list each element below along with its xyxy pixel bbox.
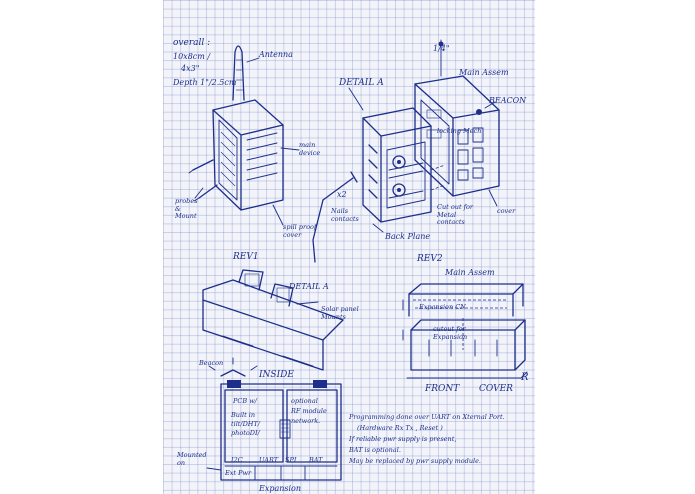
label-main-device: main device: [299, 141, 321, 157]
label-nails-contacts: Nails contacts: [331, 207, 359, 223]
label-r-mark: R: [521, 372, 529, 383]
label-inside: INSIDE: [259, 370, 294, 380]
label-photo-di: photoDI/: [231, 429, 260, 437]
label-tilt-dht: tilt/DHT/: [231, 420, 260, 428]
rev2-drawing: [402, 283, 528, 379]
note-overall-inches: 4x3": [181, 64, 200, 73]
main-device-drawing: [188, 45, 300, 226]
main-assembly-drawing: [414, 39, 500, 207]
label-expansion: Expansion: [259, 484, 302, 493]
label-spill-proof-cover: spill proof cover: [283, 223, 317, 239]
label-expansion-cn: Expansion CN: [419, 303, 466, 311]
label-uart: UART: [259, 456, 279, 464]
label-cover-top: cover: [497, 207, 516, 215]
note-prog-line1: Programming done over UART on Xternal Po…: [349, 413, 505, 421]
label-beacon-top: BEACON: [489, 96, 527, 105]
note-prog-line2: (Hardware Rx Tx , Reset ): [357, 424, 443, 432]
note-depth: Depth 1"/2.5cm: [173, 78, 237, 87]
rev1-drawing: [202, 269, 344, 371]
label-main-assem-rev2: Main Assem: [445, 268, 495, 277]
label-spi: SPI: [285, 456, 297, 464]
label-x2: x2: [337, 190, 347, 199]
label-cutout-expansion: cutout for Expansion: [433, 325, 468, 341]
note-overall: overall :: [173, 38, 211, 48]
detail-a-drawing: [312, 87, 446, 263]
label-beacon-inside: Beacon: [199, 359, 224, 367]
label-solar-panel: Solar panel Mounts: [321, 305, 359, 321]
label-rf-module: RF module: [291, 407, 327, 415]
label-quarter-inch: 1/4": [433, 44, 450, 53]
label-rev1: REV1: [233, 252, 259, 262]
label-cutout-metal-contacts: Cut out for Metal contacts: [437, 203, 474, 226]
label-detail-a-mid: DETAIL A: [289, 282, 329, 291]
label-main-assem-top: Main Assem: [459, 68, 509, 77]
label-optional: optional: [291, 397, 318, 405]
label-ext-pwr: Ext Pwr: [225, 469, 252, 477]
label-bat: BAT: [309, 456, 323, 464]
label-probes-mount: probes & Mount: [175, 197, 198, 220]
sketch-drawing: [188, 39, 528, 481]
note-prog-line3: If reliable pwr supply is present,: [349, 435, 457, 443]
label-front: FRONT: [425, 384, 460, 394]
graph-paper-sketch: overall : 10x8cm / 4x3" Depth 1"/2.5cm A…: [163, 0, 535, 494]
label-rev2: REV2: [417, 254, 443, 264]
label-antenna: Antenna: [259, 50, 293, 59]
label-cover-rev2: COVER: [479, 384, 513, 394]
label-mounted-on: Mounted on: [177, 451, 207, 467]
note-prog-line4: BAT is optional.: [349, 446, 401, 454]
label-detail-a-top: DETAIL A: [339, 78, 384, 88]
label-pcb: PCB w/: [233, 397, 257, 405]
note-prog-line5: May be replaced by pwr supply module.: [349, 457, 481, 465]
note-overall-dims: 10x8cm /: [173, 52, 211, 61]
label-back-plane: Back Plane: [385, 232, 431, 241]
label-network: network.: [291, 417, 321, 425]
label-built-in: Built in: [231, 411, 256, 419]
label-i2c: I2C: [231, 456, 243, 464]
inside-view-drawing: [206, 357, 342, 481]
label-locking-mech: locking Mech: [437, 127, 482, 135]
